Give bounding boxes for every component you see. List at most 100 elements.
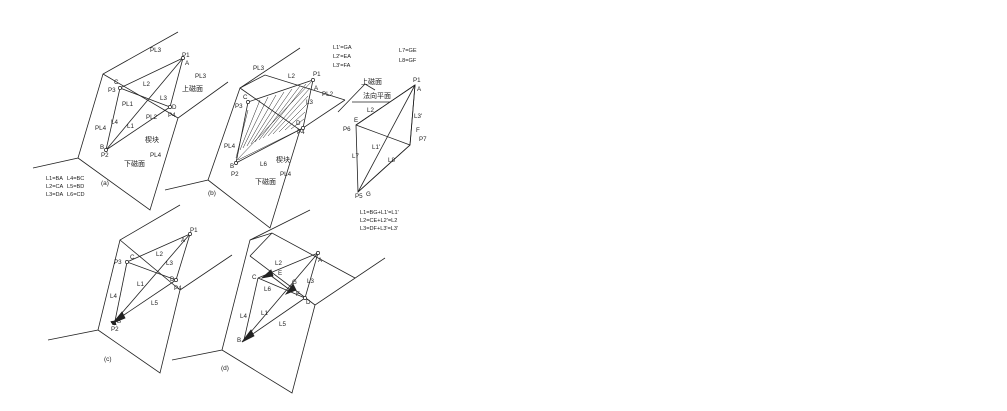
panel-b-label: L6	[260, 161, 267, 168]
panel-a-label: PL2	[146, 114, 158, 121]
panel-a-point-c	[118, 86, 122, 90]
panel-c-point-d	[174, 278, 178, 282]
panel-a-label: PL4	[95, 125, 107, 132]
panel-d-label: C	[252, 274, 257, 281]
panel-a-legend: L1=BA	[46, 176, 63, 182]
panel-a-label: PL3	[195, 73, 207, 80]
panel-a-label: B	[100, 144, 104, 151]
panel-d-caption: (d)	[221, 365, 229, 372]
panel-d: L2 E A C L6 G L3 F D L4 L1 L5 B (d)	[171, 209, 386, 394]
panel-d-line-l5	[243, 297, 306, 341]
panel-d-line-l4	[243, 277, 259, 341]
force-legend-bottom: L3=DF+L3'=L3'	[360, 226, 398, 232]
panel-c-label: D	[170, 276, 175, 283]
panel-c-line-l6	[126, 261, 177, 281]
panel-b-label: P2	[231, 171, 239, 178]
panel-a-label: PL1	[122, 101, 134, 108]
panel-d-label: L6	[264, 286, 271, 293]
panel-c-label: L2	[156, 251, 163, 258]
panel-b-label: P3	[235, 103, 243, 110]
panel-b: PL3 L2 P1 C P3 A L3 PL2 D P4 PL4 B P2 L6…	[164, 47, 346, 229]
panel-d-slope-outline	[171, 209, 311, 361]
panel-d-line-eg	[269, 274, 291, 291]
panel-a-label: L1	[127, 123, 134, 130]
force-label: 法向平面	[363, 91, 391, 100]
panel-b-label: D	[296, 120, 301, 127]
panel-a-legend: L4=BC	[67, 176, 84, 182]
panel-a-point-b	[104, 148, 108, 152]
panel-c-slope-face	[97, 254, 233, 374]
panel-d-label: D	[306, 299, 311, 306]
panel-b-label: P4	[297, 129, 305, 136]
panel-b-hatching	[235, 79, 314, 161]
panel-d-arrowhead-g	[284, 283, 297, 295]
panel-a-caption: (a)	[101, 180, 109, 187]
panel-c-line-l4	[111, 261, 128, 326]
force-label: L8	[388, 157, 395, 164]
panel-c-slope-outline	[47, 204, 181, 341]
force-line-a-f	[409, 84, 416, 146]
panel-d-arrowhead-b	[241, 329, 255, 343]
panel-a-label: 上磁面	[182, 84, 203, 93]
panel-b-label: PL4	[224, 143, 236, 150]
panel-d-label: E	[278, 270, 282, 277]
panel-a-line-l2	[119, 57, 184, 89]
panel-b-label: 下磁面	[255, 177, 276, 186]
force-legend-top-right: L8=GF	[399, 58, 417, 64]
panel-d-label: A	[318, 257, 323, 264]
force-legend-bottom: L2=CE+L2'=L2	[360, 218, 397, 224]
force-line-a-g	[357, 84, 416, 193]
panel-c: P1 P3 C L2 A L3 D P4 L4 L1 L5 B P2 (c)	[47, 204, 233, 374]
panel-a-label: L3	[160, 95, 167, 102]
panel-d-label: L4	[240, 313, 247, 320]
panel-a-line-l5	[105, 106, 171, 151]
panel-c-label: P2	[111, 326, 119, 333]
panel-a-legend: L3=DA	[46, 192, 64, 198]
panel-c-line-l2	[126, 233, 191, 263]
panel-c-caption: (c)	[104, 356, 112, 363]
panel-d-label: L5	[279, 321, 286, 328]
panel-a-label: PL4	[150, 152, 162, 159]
panel-d-point-d	[303, 296, 307, 300]
force-label: F	[416, 127, 420, 134]
panel-c-label: C	[130, 254, 135, 261]
panel-a-line-l1	[105, 57, 184, 151]
panel-b-label: PL4	[280, 171, 292, 178]
panel-d-label: L2	[275, 260, 282, 267]
panel-d-label: G	[292, 279, 297, 286]
force-label: G	[366, 191, 371, 198]
panel-b-point-a	[311, 78, 315, 82]
force-line-f-g	[357, 144, 411, 193]
panel-b-label: PL3	[253, 65, 265, 72]
panel-c-line-l5	[110, 279, 177, 326]
force-label: P5	[355, 193, 363, 200]
panel-c-line-l3	[175, 233, 191, 281]
panel-c-label: P1	[190, 227, 198, 234]
panel-a-legend: L6=CD	[67, 192, 85, 198]
panel-a-label: 下磁面	[124, 159, 145, 168]
panel-c-arrowhead-b	[112, 311, 126, 324]
force-label: E	[354, 117, 358, 124]
panel-a-label: 楔块	[145, 135, 159, 144]
force-label: P6	[343, 126, 351, 133]
panel-c-point-a	[188, 232, 192, 236]
force-legend-bottom: L1=BG+L1'=L1'	[360, 210, 399, 216]
panel-a-slope-outline	[32, 31, 179, 169]
panel-c-label: L5	[151, 300, 158, 307]
panel-c-label: P3	[114, 259, 122, 266]
panel-d-label: F	[296, 291, 300, 298]
panel-a-point-a	[181, 56, 185, 60]
panel-b-label: P1	[313, 71, 321, 78]
panel-b-slope-outline	[164, 47, 301, 191]
force-label: A	[417, 86, 422, 93]
force-legend-top-left: L3'=FA	[333, 63, 351, 69]
panel-c-line-l1	[110, 233, 191, 326]
panel-b-crest-front	[239, 87, 301, 131]
panel-d-label: L1	[261, 310, 268, 317]
panel-d-arrowhead-e	[260, 269, 274, 279]
force-label: L2	[367, 107, 374, 114]
force-line-e-g	[355, 124, 411, 146]
panel-a-label: P1	[182, 52, 190, 59]
panel-force: L1'=GA L2'=EA L3'=FA L7=GE L8=GF 上磁面 法向平…	[333, 45, 427, 232]
panel-b-label: PL2	[322, 91, 334, 98]
